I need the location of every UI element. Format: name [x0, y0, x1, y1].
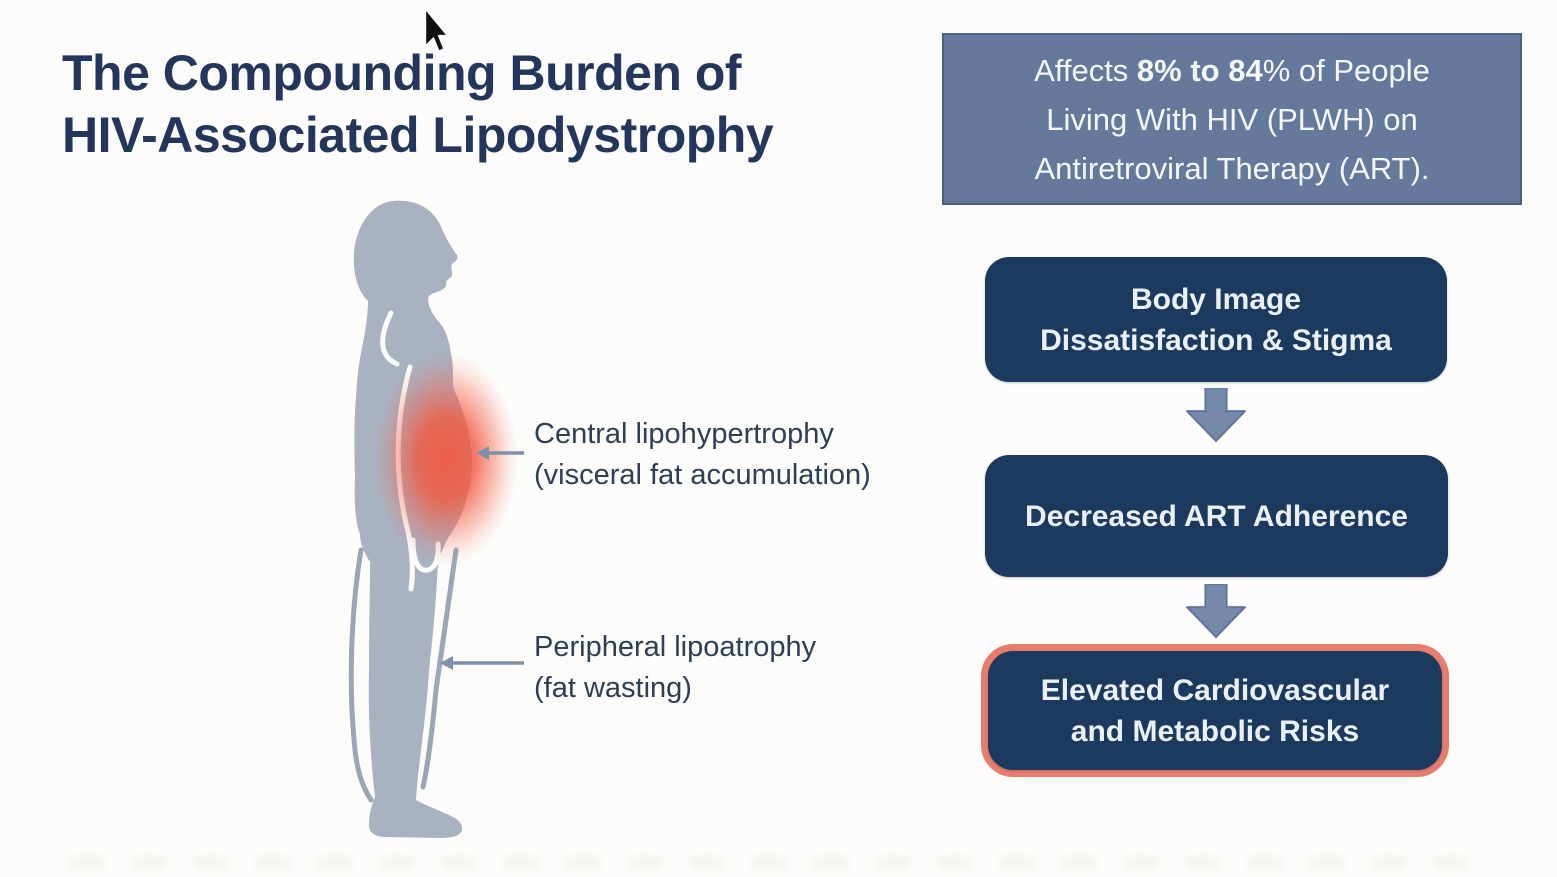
banner-text: % of People — [1262, 52, 1430, 88]
down-arrow-icon — [1186, 388, 1246, 442]
flow-step-body-image: Body Image Dissatisfaction & Stigma — [985, 257, 1447, 382]
faint-footnote-ghost — [70, 856, 1490, 870]
down-arrow-icon — [1186, 584, 1246, 638]
page-title: The Compounding Burden of HIV-Associated… — [62, 45, 774, 163]
flow-step-art-adherence: Decreased ART Adherence — [985, 455, 1448, 577]
annotation-central-lipohypertrophy: Central lipohypertrophy (visceral fat ac… — [534, 418, 871, 491]
annotation-peripheral-lipoatrophy: Peripheral lipoatrophy (fat wasting) — [534, 631, 817, 704]
prevalence-banner: Affects 8% to 84% of People Living With … — [942, 33, 1522, 205]
central-annotation-arrow-icon — [476, 446, 524, 460]
peripheral-annotation-arrow-icon — [440, 656, 524, 670]
highlight-ring: Elevated Cardiovascular and Metabolic Ri… — [981, 644, 1449, 777]
mouse-cursor-icon — [424, 8, 449, 52]
flow-step-cardiometabolic-risks: Elevated Cardiovascular and Metabolic Ri… — [988, 651, 1442, 770]
belly-glow — [374, 353, 518, 565]
leg-wasting-lines — [348, 547, 459, 803]
banner-text: Affects — [1034, 52, 1137, 88]
banner-line-1: Affects 8% to 84% of People — [1034, 46, 1430, 95]
banner-line-3: Antiretroviral Therapy (ART). — [1034, 150, 1430, 186]
banner-line-2: Living With HIV (PLWH) on — [1046, 101, 1418, 137]
body-figure — [348, 200, 518, 839]
banner-bold-stat: 8% to 84 — [1136, 52, 1263, 88]
